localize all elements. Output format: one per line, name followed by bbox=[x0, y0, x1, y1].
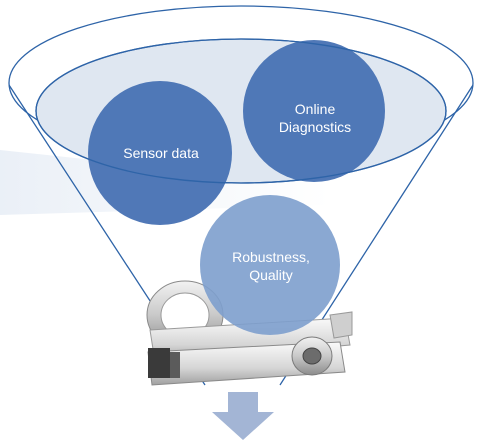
circle-robustness-quality bbox=[200, 195, 340, 335]
circle-online-diagnostics bbox=[243, 40, 385, 182]
down-arrow-icon bbox=[212, 392, 274, 440]
robustness-quality-label: Robustness, Quality bbox=[232, 249, 310, 283]
online-diagnostics-label: Online Diagnostics bbox=[278, 101, 352, 135]
encoder-products-image bbox=[146, 280, 353, 386]
circle-sensor-data bbox=[88, 81, 232, 225]
sensor-data-label: Sensor data bbox=[123, 145, 199, 161]
